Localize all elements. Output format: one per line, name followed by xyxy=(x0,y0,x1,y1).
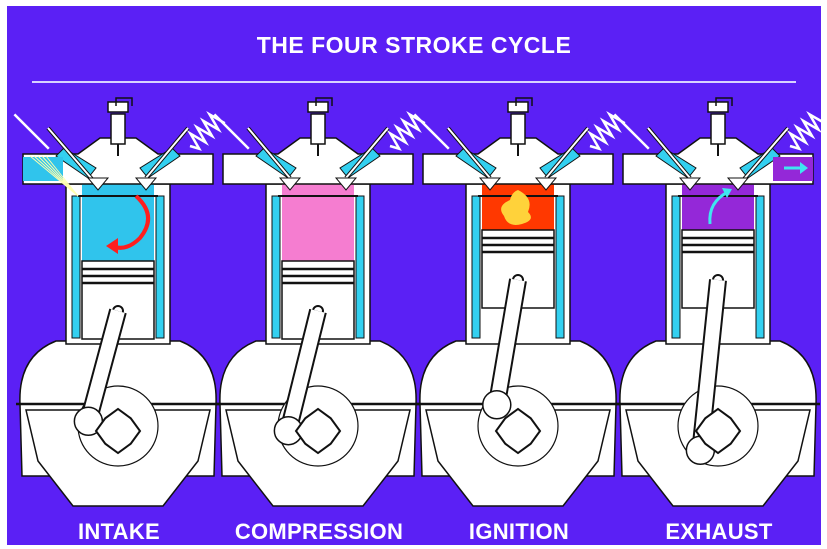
engine-ignition xyxy=(414,98,624,506)
spark-plug-cap xyxy=(508,102,528,112)
coolant-jacket-right xyxy=(556,196,564,338)
engine-intake xyxy=(14,98,224,506)
stroke-label-compression: COMPRESSION xyxy=(219,519,419,545)
coolant-jacket-left xyxy=(72,196,80,338)
engine-compression xyxy=(214,98,424,506)
spark-plug-body xyxy=(711,114,725,144)
spark-plug-body xyxy=(311,114,325,144)
stroke-label-ignition: IGNITION xyxy=(419,519,619,545)
spark-plug-body xyxy=(111,114,125,144)
spark-plug-cap xyxy=(708,102,728,112)
stroke-label-exhaust: EXHAUST xyxy=(619,519,819,545)
spark-plug-cap xyxy=(308,102,328,112)
intake-valve-spring xyxy=(14,114,48,148)
spark-plug-cap xyxy=(108,102,128,112)
exhaust-valve-spring xyxy=(790,114,821,148)
spark-plug-body xyxy=(511,114,525,144)
coolant-jacket-right xyxy=(156,196,164,338)
coolant-jacket-left xyxy=(272,196,280,338)
coolant-jacket-right xyxy=(356,196,364,338)
coolant-jacket-left xyxy=(672,196,680,338)
diagram-panel: THE FOUR STROKE CYCLE INTAKE COMPRESSION… xyxy=(7,6,821,545)
crank-pin xyxy=(483,391,511,419)
stroke-label-intake: INTAKE xyxy=(19,519,219,545)
coolant-jacket-right xyxy=(756,196,764,338)
engine-exhaust xyxy=(614,98,821,506)
cylinder-charge xyxy=(682,184,754,230)
engine-illustrations xyxy=(7,6,821,545)
coolant-jacket-left xyxy=(472,196,480,338)
